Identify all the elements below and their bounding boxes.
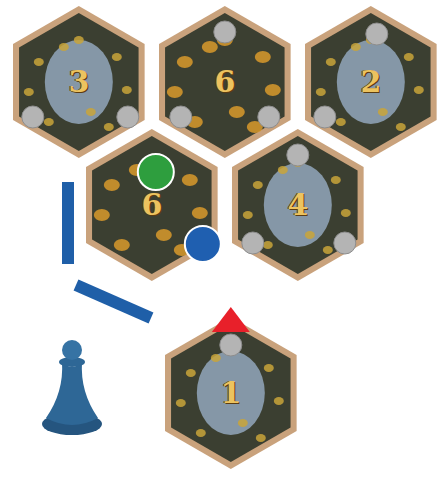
flower bbox=[316, 88, 326, 96]
terrain-hex: 1 bbox=[165, 317, 297, 469]
flower bbox=[278, 166, 288, 174]
hex-terrain bbox=[165, 13, 285, 151]
flower bbox=[176, 399, 186, 407]
terrain-hex: 2 bbox=[305, 6, 437, 158]
flower bbox=[44, 118, 54, 126]
building-spot bbox=[242, 232, 264, 254]
flame bbox=[104, 179, 120, 191]
number-token: 6 bbox=[215, 67, 236, 97]
building-spot bbox=[22, 106, 44, 128]
terrain-hex: 3 bbox=[13, 6, 145, 158]
flower bbox=[34, 58, 44, 66]
flame bbox=[156, 229, 172, 241]
hex-terrain bbox=[311, 13, 431, 151]
hex-terrain bbox=[238, 136, 358, 274]
flower bbox=[396, 123, 406, 131]
flame bbox=[182, 174, 198, 186]
flower bbox=[323, 246, 333, 254]
flower bbox=[86, 108, 96, 116]
flower bbox=[74, 36, 84, 44]
flower bbox=[264, 364, 274, 372]
flower bbox=[59, 43, 69, 51]
number-token: 2 bbox=[361, 67, 382, 97]
number-token: 6 bbox=[142, 190, 163, 220]
terrain-hex: 4 bbox=[232, 129, 364, 281]
hex-border bbox=[305, 6, 437, 158]
pawn bbox=[42, 340, 102, 435]
building-spot bbox=[366, 23, 388, 45]
hex-border bbox=[13, 6, 145, 158]
flower bbox=[243, 211, 253, 219]
flower bbox=[414, 86, 424, 94]
terrain-hex: 6 bbox=[86, 129, 218, 281]
number-token: 4 bbox=[288, 190, 309, 220]
flower bbox=[253, 181, 263, 189]
flame bbox=[255, 51, 271, 63]
flower bbox=[336, 118, 346, 126]
flower bbox=[238, 419, 248, 427]
flower bbox=[104, 123, 114, 131]
flame bbox=[192, 207, 208, 219]
flame bbox=[94, 209, 110, 221]
flame bbox=[202, 41, 218, 53]
red-marker bbox=[212, 307, 250, 332]
flower bbox=[378, 108, 388, 116]
flame bbox=[177, 56, 193, 68]
hex-border bbox=[165, 317, 297, 469]
flower bbox=[404, 53, 414, 61]
building-spot bbox=[334, 232, 356, 254]
flower bbox=[351, 43, 361, 51]
flower bbox=[305, 231, 315, 239]
building-spot bbox=[258, 106, 280, 128]
flower bbox=[256, 434, 266, 442]
flower bbox=[186, 369, 196, 377]
flower bbox=[331, 176, 341, 184]
building-spot bbox=[214, 21, 236, 43]
flower bbox=[112, 53, 122, 61]
hex-terrain bbox=[19, 13, 139, 151]
number-token: 3 bbox=[69, 67, 90, 97]
flower bbox=[211, 354, 221, 362]
number-pool bbox=[264, 163, 332, 247]
number-pool bbox=[45, 40, 113, 124]
terrain-hex: 6 bbox=[159, 6, 291, 158]
blue-settlement bbox=[185, 226, 221, 262]
hex-terrain bbox=[171, 324, 291, 462]
number-pool bbox=[197, 351, 265, 435]
road bbox=[76, 285, 151, 318]
flame bbox=[167, 86, 183, 98]
flower bbox=[274, 397, 284, 405]
flame bbox=[265, 84, 281, 96]
flame bbox=[229, 106, 245, 118]
number-token: 1 bbox=[221, 378, 242, 408]
building-spot bbox=[117, 106, 139, 128]
flower bbox=[263, 241, 273, 249]
green-settlement bbox=[138, 154, 174, 190]
flower bbox=[341, 209, 351, 217]
flower bbox=[122, 86, 132, 94]
hex-border bbox=[159, 6, 291, 158]
road bbox=[62, 182, 74, 264]
flower bbox=[326, 58, 336, 66]
flower bbox=[24, 88, 34, 96]
flame bbox=[114, 239, 130, 251]
building-spot bbox=[170, 106, 192, 128]
building-spot bbox=[314, 106, 336, 128]
building-spot bbox=[287, 144, 309, 166]
number-pool bbox=[337, 40, 405, 124]
building-spot bbox=[220, 334, 242, 356]
flower bbox=[196, 429, 206, 437]
hex-border bbox=[232, 129, 364, 281]
